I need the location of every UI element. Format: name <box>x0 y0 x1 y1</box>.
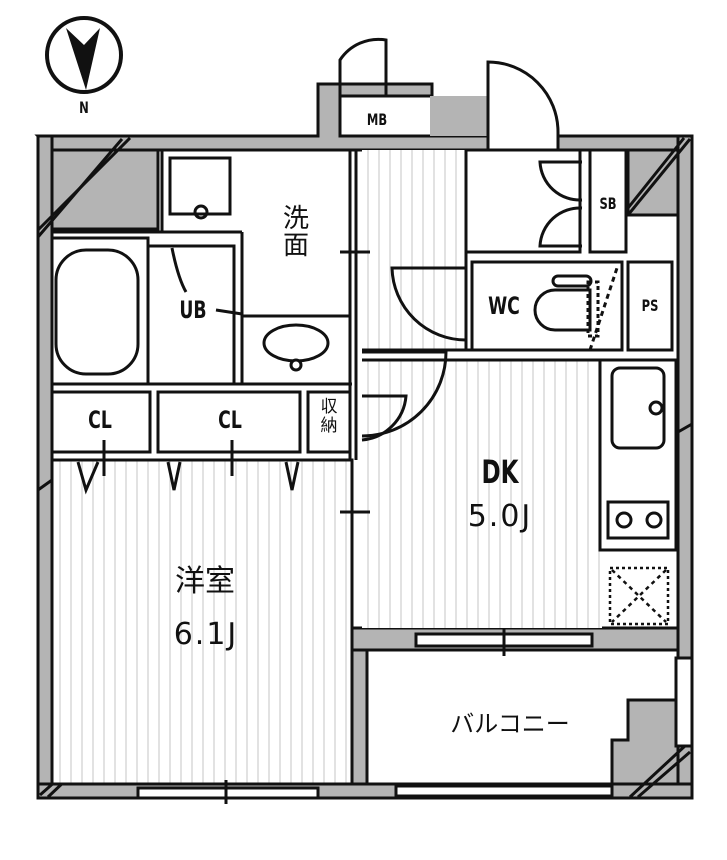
washroom-label-line1: 洗 <box>282 204 309 234</box>
meter-box-label: MB <box>366 110 388 129</box>
dk-name: DK <box>481 453 519 491</box>
shoe-box-label: SB <box>599 194 617 213</box>
dk-size: 5.0J <box>467 499 533 534</box>
north-arrow-icon <box>45 16 123 94</box>
western-room-size: 6.1J <box>173 617 239 652</box>
closet-left-label: CL <box>88 406 112 434</box>
washroom-label-line2: 面 <box>282 231 309 262</box>
closet-right-label: CL <box>218 406 242 434</box>
storage-label: 収 納 <box>312 398 346 435</box>
interior-walls <box>50 37 694 804</box>
balcony-label: バルコニー <box>450 710 570 738</box>
western-room-floor <box>52 460 352 784</box>
storage-label-line1: 収 <box>320 397 338 417</box>
dk-floor <box>362 360 602 628</box>
pipe-space-label: PS <box>641 296 659 315</box>
washroom-label: 洗 面 <box>276 204 316 262</box>
north-label: N <box>79 98 89 117</box>
unit-bath-label: UB <box>179 296 207 324</box>
western-room-name: 洋室 <box>175 564 235 599</box>
storage-label-line2: 納 <box>320 415 338 436</box>
wc-label: WC <box>488 292 520 320</box>
